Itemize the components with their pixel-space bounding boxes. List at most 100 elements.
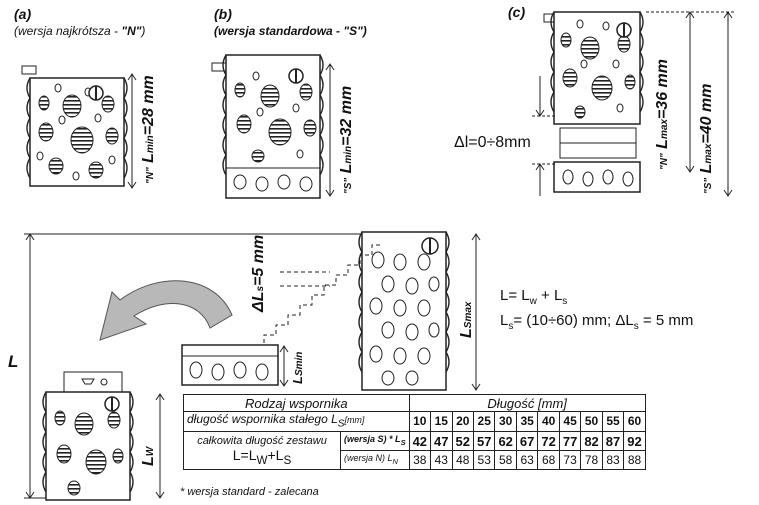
dim-a-sub: min [145, 135, 156, 154]
version-s-symbol: * L [389, 434, 401, 445]
version-s-label: (wersja S) * LS [340, 431, 410, 452]
dim-a-value: =28 mm [140, 75, 157, 136]
formula-2-b: = (10÷60) mm; ΔL [513, 312, 634, 329]
formula-line-2: Ls= (10÷60) mm; ΔLs = 5 mm [500, 312, 693, 332]
ls-max-sub: Smax [463, 301, 474, 329]
panel-b-subtitle-suffix: ) [362, 24, 367, 38]
s-cell: 52 [451, 431, 474, 452]
n-cell: 73 [558, 450, 582, 470]
tube-long-ls [358, 231, 450, 391]
ls-cell: 60 [623, 410, 646, 433]
delta-ls-label: ΔLs=5 mm [250, 235, 268, 312]
dim-b-value: =32 mm [338, 85, 355, 146]
s-cell: 47 [430, 431, 453, 452]
panel-a-letter: (a) [14, 6, 32, 22]
dim-b-lmin-label: "S" Lmin=32 mm [338, 86, 356, 194]
dim-line-ls-max [471, 233, 481, 391]
dim-b-main: L [338, 163, 355, 174]
n-cell: 43 [430, 450, 453, 470]
s-cell: 82 [580, 431, 603, 452]
row-total-plus-l: +L [267, 446, 284, 463]
version-s-sub: S [400, 438, 406, 448]
delta-ls-sub: s [255, 285, 266, 292]
s-cell: 72 [537, 431, 560, 452]
panel-a-subtitle-suffix: ) [141, 24, 146, 38]
lw-main: L [140, 456, 157, 466]
ls-cell: 15 [430, 410, 453, 433]
table-header-row: Rodzaj wspornika Długość [mm] [183, 394, 646, 412]
row-total-label: całkowita długość zestawu L=LW+LS [183, 431, 341, 470]
curved-arrow [99, 280, 233, 341]
dim-c-s-max-label: "S" Lmax=40 mm [698, 84, 716, 194]
dim-c-n-value: =36 mm [654, 58, 671, 120]
dim-c-n-max-label: "N" Lmax=36 mm [654, 59, 672, 170]
formula-2-b-sub: s [633, 321, 639, 332]
formula-line-1: L= Lw + Ls [500, 287, 567, 307]
formula-1-b-sub: s [562, 296, 568, 307]
row-total-sub-s: S [283, 453, 292, 467]
panel-a-subtitle: (wersja najkrótsza - "N") [14, 24, 145, 38]
n-cell: 83 [601, 450, 625, 470]
formula-2-a-sub: s [508, 321, 514, 332]
row-ls-label: długość wspornika stałego LS[mm] [183, 410, 410, 433]
ls-cell: 35 [515, 410, 539, 433]
ls-cell: 10 [408, 410, 432, 433]
version-s-text: (wersja S) [344, 434, 387, 445]
s-cell: 57 [472, 431, 496, 452]
dim-c-s-main: L [698, 163, 715, 174]
header-length: Długość [mm] [408, 394, 646, 412]
dim-line-b [325, 63, 335, 197]
n-cell: 58 [494, 450, 517, 470]
s-cell: 42 [408, 431, 432, 452]
dim-lines-c [532, 11, 734, 197]
formula-1-a-sub: w [529, 296, 537, 307]
ls-min-label: LSmin [290, 352, 305, 384]
ls-cell: 45 [558, 410, 582, 433]
formula-2-a: L [500, 312, 509, 329]
row-total-l-lw: L=L [232, 446, 257, 463]
row-ls-label-prefix: długość wspornika stałego L [187, 412, 338, 426]
dim-a-main: L [140, 153, 157, 163]
ls-max-main: L [458, 328, 475, 338]
lw-sub: W [145, 446, 156, 457]
dim-b-prefix: "S" [343, 177, 354, 194]
dim-b-sub: min [343, 145, 354, 164]
formula-2-c: = 5 mm [638, 312, 694, 329]
tube-standard-s [211, 54, 324, 199]
dim-line-a [127, 73, 137, 189]
version-n-symbol: L [387, 453, 393, 464]
panel-b-letter: (b) [214, 6, 232, 22]
table-row-version-n: (wersja N) LN 38 43 48 53 58 63 68 73 78… [184, 450, 646, 470]
ls-max-label: LSmax [458, 302, 476, 338]
delta-ls-main: ΔL [250, 291, 267, 312]
version-n-text: (wersja N) [344, 453, 386, 464]
tube-short-ls [181, 344, 279, 386]
row-total-label-line1: całkowita długość zestawu [197, 434, 327, 447]
n-cell: 53 [472, 450, 496, 470]
panel-a-subtitle-prefix: (wersja najkrótsza - [14, 24, 122, 38]
dim-c-s-prefix: "S" [703, 177, 714, 194]
formula-1-a: L= L [500, 287, 530, 304]
l-total-label: L [8, 352, 19, 371]
s-cell: 67 [515, 431, 539, 452]
dim-a-prefix: "N" [145, 167, 156, 184]
n-cell: 38 [408, 450, 432, 470]
dim-line-ls-min [279, 345, 289, 387]
table-row-ls: długość wspornika stałego LS[mm] 10 15 2… [183, 410, 646, 433]
s-cell: 62 [494, 431, 517, 452]
version-n-sub: N [392, 456, 398, 466]
panel-b-version: "S" [343, 24, 363, 38]
formula-1-b: + L [536, 287, 563, 304]
dim-c-n-prefix: "N" [659, 153, 670, 170]
tube-assembled [42, 371, 134, 501]
n-cell: 68 [537, 450, 560, 470]
panel-b-subtitle: (wersja standardowa - "S") [214, 24, 367, 38]
header-bracket-type: Rodzaj wspornika [183, 394, 410, 412]
lw-label: LW [140, 447, 158, 466]
panel-b-subtitle-prefix: (wersja standardowa - [214, 24, 344, 38]
row-total-sub-w: W [256, 453, 268, 467]
ls-min-main: L [290, 376, 305, 384]
s-cell: 92 [623, 431, 646, 452]
n-cell: 48 [451, 450, 474, 470]
